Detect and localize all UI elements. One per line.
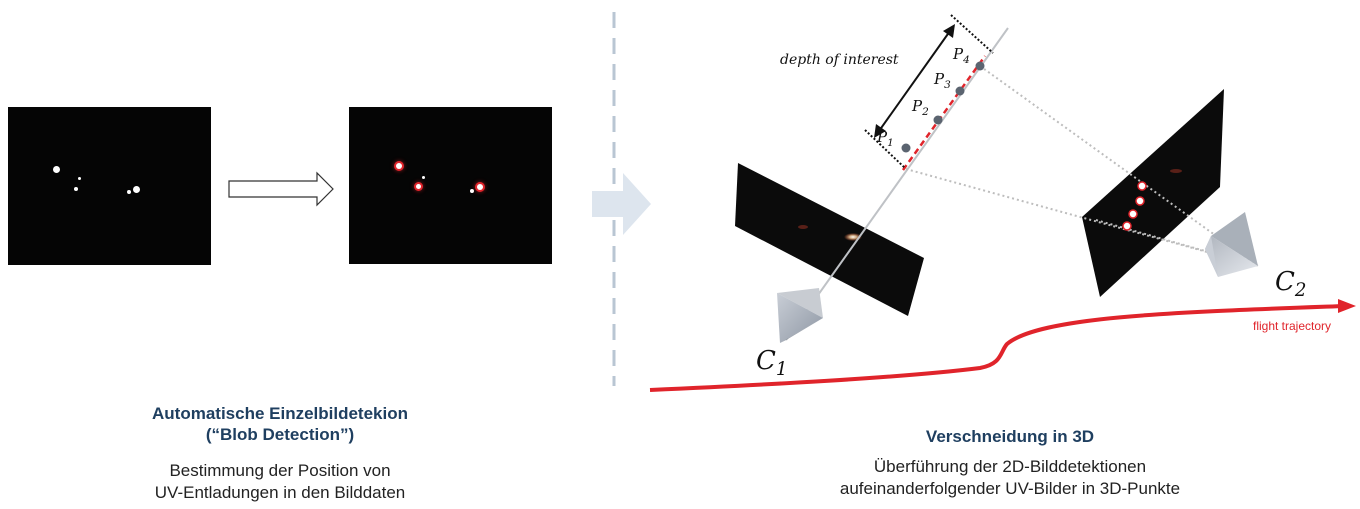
blob-raw-4 — [127, 190, 131, 194]
depth-boundary-near — [864, 129, 906, 169]
right-caption-title: Verschneidung in 3D — [780, 426, 1240, 447]
camera1-image-plane — [735, 163, 924, 316]
depth-boundary-far — [950, 14, 994, 54]
depth-arrowhead-near — [874, 124, 886, 138]
raw-uv-image — [8, 107, 211, 265]
trajectory-arrowhead — [1338, 299, 1356, 313]
label-c2: C2 — [1275, 267, 1307, 302]
left-desc-line2: UV-Entladungen in den Bilddaten — [154, 483, 406, 502]
label-c1: C1 — [756, 346, 788, 381]
flight-trajectory — [649, 304, 1346, 392]
projection-line-p4 — [979, 65, 1259, 267]
blob-raw-5 — [133, 186, 140, 193]
camera2-detections — [1122, 181, 1147, 231]
projection-line-p1 — [905, 168, 1259, 267]
left-title-line1: Automatische Einzelbildetekion — [152, 404, 408, 423]
depth-arrow — [878, 30, 951, 132]
camera2-image-plane — [1082, 89, 1224, 297]
camera1-frustum — [777, 288, 823, 343]
depth-of-interest-label: depth of interest — [780, 52, 899, 68]
point-p1 — [901, 143, 911, 153]
blob-detected-2 — [416, 184, 421, 189]
flight-trajectory-label: flight trajectory — [1253, 319, 1332, 333]
blob-raw-1 — [53, 166, 60, 173]
point-p3 — [955, 86, 965, 96]
label-p2: P2 — [912, 97, 929, 118]
depth-segment — [901, 55, 987, 171]
detected-uv-image — [349, 107, 552, 264]
right-desc-line1: Überführung der 2D-Bilddetektionen — [873, 457, 1147, 476]
blob-detected-3 — [477, 184, 483, 190]
depth-arrowhead-far — [943, 24, 955, 38]
camera1-faint-spot — [798, 225, 808, 229]
transition-arrow — [592, 173, 651, 235]
camera2-frustum — [1205, 212, 1258, 277]
left-desc-line1: Bestimmung der Position von — [169, 461, 391, 480]
left-title-line2: (“Blob Detection”) — [205, 425, 355, 444]
point-p4 — [975, 61, 985, 71]
blob-raw-4b — [470, 189, 474, 193]
label-p1: P1 — [877, 128, 894, 149]
blob-raw-3 — [74, 187, 78, 191]
camera1-ray — [785, 27, 1009, 341]
left-caption-desc: Bestimmung der Position von UV-Entladung… — [70, 460, 490, 504]
label-p4: P4 — [953, 45, 970, 66]
right-caption-desc: Überführung der 2D-Bilddetektionen aufei… — [760, 456, 1260, 500]
right-desc-line2: aufeinanderfolgender UV-Bilder in 3D-Pun… — [839, 479, 1181, 498]
process-arrow — [228, 171, 334, 207]
right-title: Verschneidung in 3D — [925, 427, 1095, 446]
blob-raw-2 — [78, 177, 81, 180]
camera2-faint-spot — [1170, 169, 1182, 173]
label-p3: P3 — [934, 70, 951, 91]
point-p2 — [933, 115, 943, 125]
blob-detected-1 — [396, 163, 402, 169]
left-caption-title: Automatische Einzelbildetekion (“Blob De… — [70, 403, 490, 445]
blob-raw-2b — [422, 176, 425, 179]
